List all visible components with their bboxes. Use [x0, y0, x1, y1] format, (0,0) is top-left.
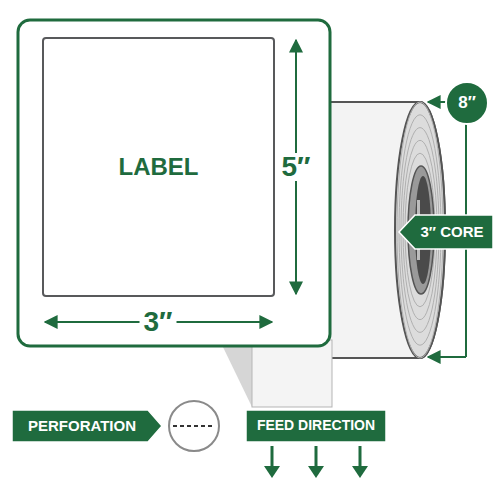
- label-card: [18, 20, 330, 346]
- diameter-leader-top: [428, 101, 448, 103]
- node-text: PERFORATION: [28, 418, 136, 435]
- node-text: FEED DIRECTION: [257, 418, 375, 433]
- label-area: LABEL: [42, 37, 275, 297]
- perforation-callout: PERFORATION: [12, 410, 162, 442]
- banner-shape: [399, 215, 493, 249]
- paper-strip: [252, 340, 332, 407]
- perforation-line: [173, 425, 215, 427]
- diameter-leader-bottom: [428, 356, 466, 358]
- node-text: LABEL: [119, 154, 199, 180]
- banner-shape: [12, 410, 162, 442]
- height-dimension-label: 5″: [278, 153, 315, 181]
- node-text: 8″: [458, 94, 476, 113]
- core-callout: 3″ CORE: [399, 215, 493, 249]
- feed-arrows: [264, 446, 368, 478]
- node-text: 3″ CORE: [420, 224, 483, 241]
- feed-direction-box: FEED DIRECTION: [246, 410, 386, 442]
- perforation-detail: [169, 401, 219, 451]
- width-dimension-label: 3″: [140, 308, 177, 336]
- paper-shadow: [222, 345, 252, 407]
- diameter-badge: 8″: [446, 82, 488, 124]
- badge-circle: [446, 82, 488, 124]
- banner-shape: [246, 410, 386, 442]
